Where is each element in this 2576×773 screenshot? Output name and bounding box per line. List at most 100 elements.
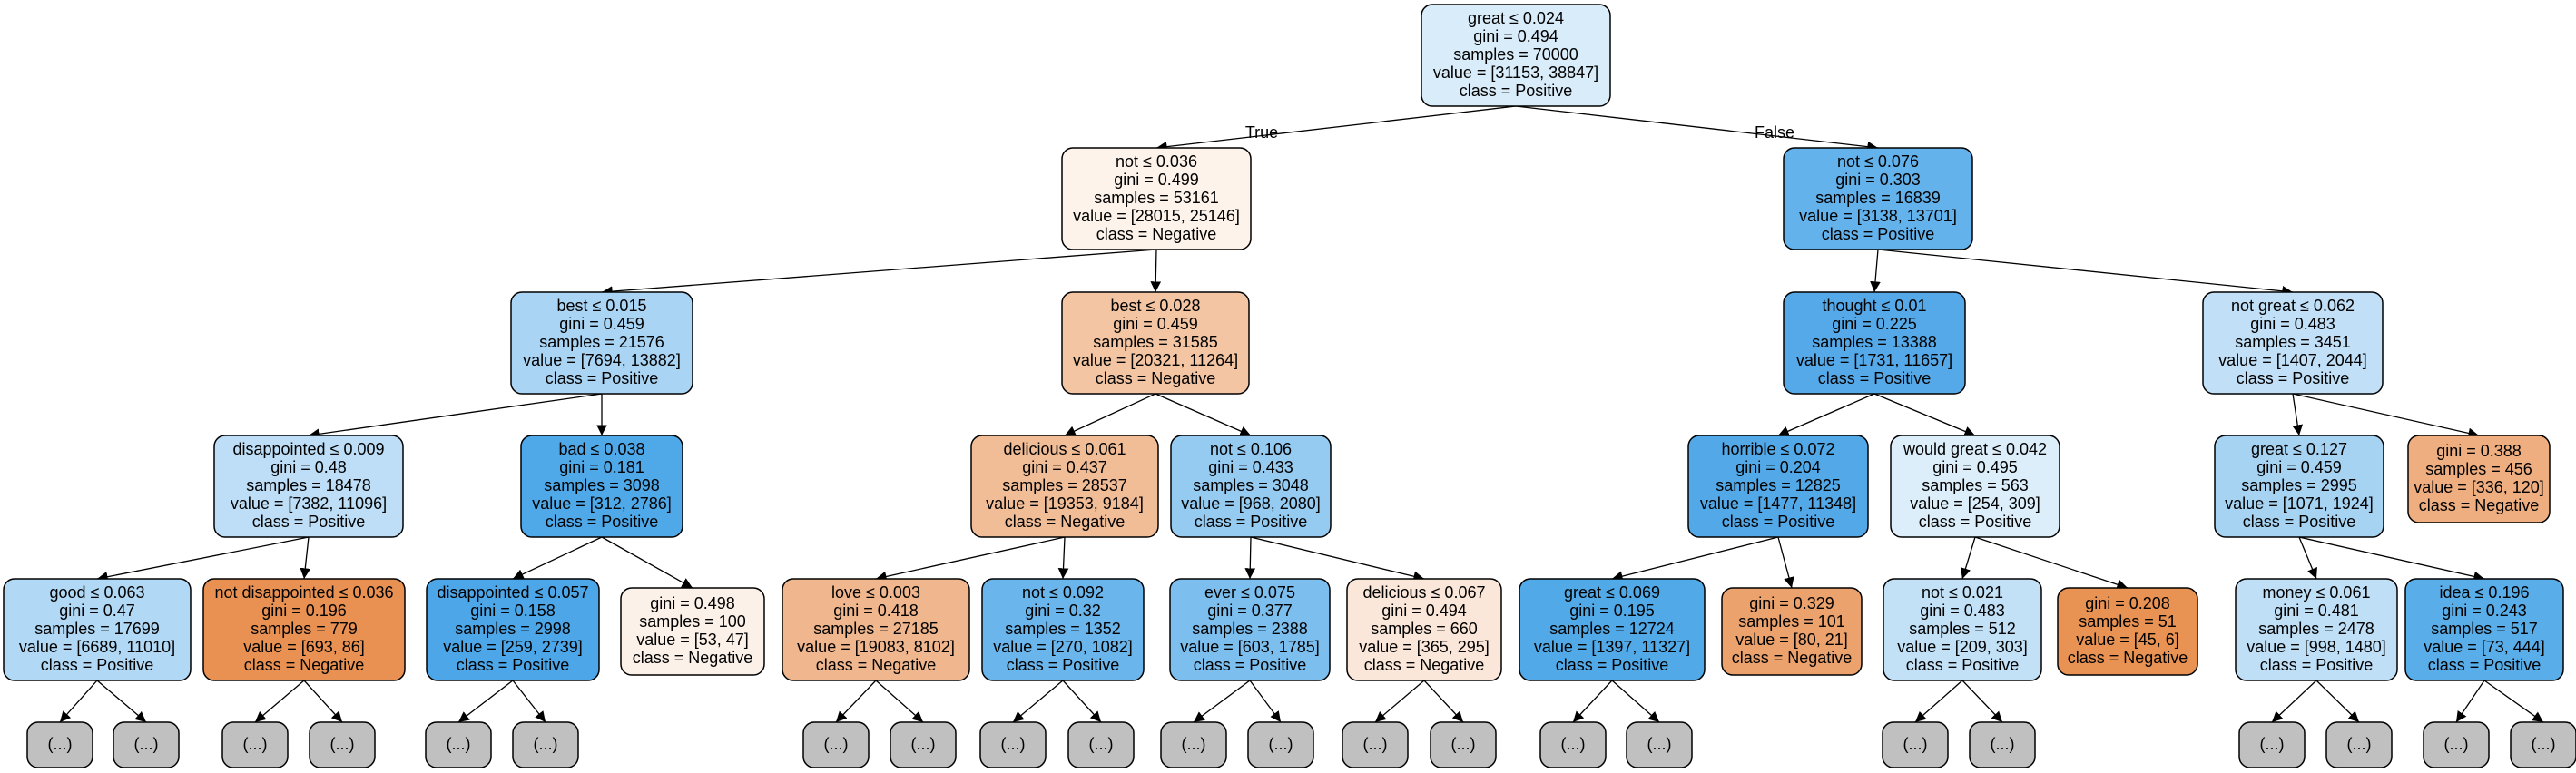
node-text-line: horrible ≤ 0.072 [1722, 440, 1835, 458]
node-text-line: value = [28015, 25146] [1073, 207, 1240, 225]
node-text-line: samples = 3048 [1193, 476, 1309, 494]
node-box [1969, 721, 2036, 768]
node-text-line: class = Positive [1722, 513, 1835, 531]
edge-arrow [308, 393, 603, 440]
node-text-line: (...) [2444, 735, 2469, 753]
edge-arrow [303, 680, 343, 723]
node-text-line: gini = 0.481 [2274, 602, 2359, 620]
node-box [1061, 291, 1250, 395]
node-text-line: class = Positive [457, 656, 570, 674]
node-text-line: gini = 0.483 [2250, 315, 2335, 333]
node-box [510, 291, 693, 395]
node-text-line: (...) [1561, 735, 1586, 753]
node-box [213, 435, 404, 538]
node-box [2238, 721, 2306, 768]
node-box [2235, 578, 2398, 681]
node-box [1783, 147, 1973, 250]
truncated-leaf-node: (...) [890, 721, 957, 768]
node-box [425, 721, 492, 768]
node-text-line: class = Negative [633, 649, 753, 667]
edge-arrow [1012, 680, 1064, 723]
edge-arrow [457, 680, 514, 723]
edge-arrow [96, 680, 147, 723]
node-text-line: samples = 13388 [1812, 333, 1937, 351]
node-text-line: delicious ≤ 0.061 [1004, 440, 1126, 458]
false-edge-label: False [1755, 123, 1794, 142]
node-text-line: gini = 0.195 [1569, 602, 1655, 620]
node-text-line: class = Negative [1005, 513, 1126, 531]
node-box [520, 435, 683, 538]
node-text-line: samples = 2998 [455, 620, 571, 638]
node-text-line: gini = 0.388 [2436, 442, 2522, 460]
node-text-line: gini = 0.47 [59, 602, 135, 620]
node-text-line: (...) [1269, 735, 1293, 753]
edge-arrow [1193, 680, 1251, 723]
node-text-line: class = Negative [2068, 649, 2188, 667]
node-text-line: class = Negative [816, 656, 937, 674]
node-text-line: value = [1407, 2044] [2218, 351, 2367, 369]
node-text-line: samples = 12825 [1716, 476, 1841, 494]
node-text-line: class = Positive [1007, 656, 1120, 674]
edge-arrow [2298, 536, 2317, 580]
node-box [1430, 721, 1497, 768]
edge-arrow [1777, 536, 1794, 589]
node-text-line: not disappointed ≤ 0.036 [214, 583, 393, 602]
node-text-line: value = [19353, 9184] [986, 494, 1144, 513]
node-box [2404, 578, 2564, 681]
node-text-line: (...) [1451, 735, 1476, 753]
node-text-line: gini = 0.158 [470, 602, 556, 620]
node-text-line: value = [365, 295] [1359, 638, 1490, 656]
node-text-line: would great ≤ 0.042 [1903, 440, 2047, 458]
node-text-line: great ≤ 0.069 [1564, 583, 1660, 602]
node-text-line: disappointed ≤ 0.009 [232, 440, 384, 458]
node-text-line: class = Positive [1195, 513, 1308, 531]
node-text-line: love ≤ 0.003 [831, 583, 920, 602]
node-box [426, 578, 600, 681]
node-text-line: (...) [1182, 735, 1206, 753]
edge-arrow [1062, 680, 1102, 723]
truncated-leaf-node: (...) [1626, 721, 1693, 768]
edge-arrow [875, 680, 924, 723]
node-text-line: samples = 779 [251, 620, 358, 638]
node-text-line: gini = 0.494 [1381, 602, 1467, 620]
edge-arrow [1515, 105, 1879, 152]
node-text-line: gini = 0.437 [1022, 458, 1107, 476]
node-text-line: value = [1071, 1924] [2225, 494, 2374, 513]
node-text-line: gini = 0.495 [1932, 458, 2018, 476]
node-text-line: samples = 2995 [2241, 476, 2357, 494]
node-text-line: (...) [1647, 735, 1672, 753]
edge-arrow [1244, 536, 1256, 580]
edge-arrow [1423, 680, 1464, 723]
edge-arrow [875, 536, 1066, 582]
node-text-line: samples = 53161 [1094, 189, 1219, 207]
node-box [1539, 721, 1607, 768]
node-box [2057, 587, 2198, 676]
node-box [1247, 721, 1314, 768]
edge-arrow [2483, 680, 2544, 723]
node-text-line: value = [19083, 8102] [797, 638, 955, 656]
node-text-line: gini = 0.225 [1832, 315, 1917, 333]
node-text-line: value = [998, 1480] [2247, 638, 2386, 656]
node-text-line: (...) [2532, 735, 2556, 753]
node-text-line: gini = 0.459 [1113, 315, 1198, 333]
node-box [1061, 147, 1252, 250]
node-text-line: samples = 660 [1371, 620, 1478, 638]
truncated-leaf-node: (...) [2325, 721, 2393, 768]
node-box [1067, 721, 1135, 768]
node-text-line: samples = 3098 [544, 476, 660, 494]
node-box [1883, 578, 2042, 681]
node-text-line: class = Negative [1364, 656, 1485, 674]
node-text-line: bad ≤ 0.038 [559, 440, 645, 458]
node-text-line: value = [1397, 11327] [1534, 638, 1690, 656]
node-box [1160, 721, 1227, 768]
